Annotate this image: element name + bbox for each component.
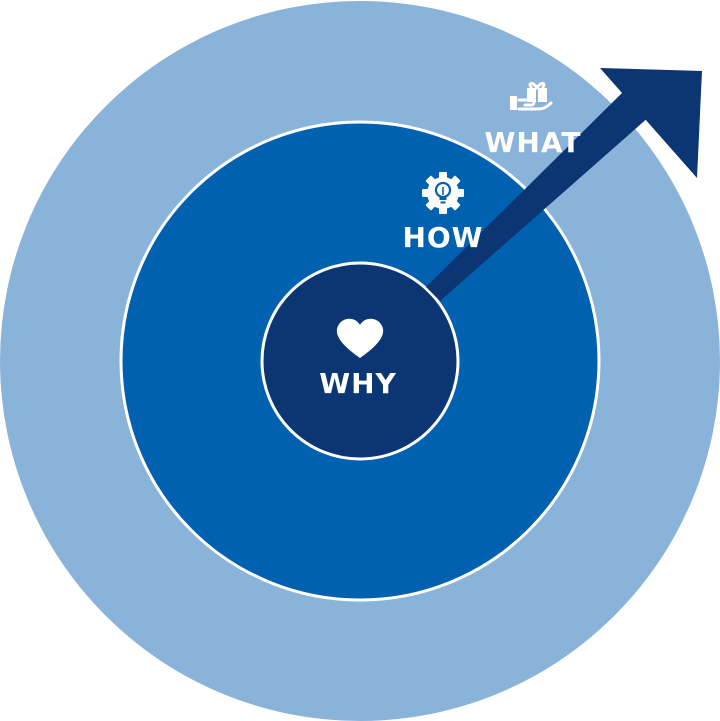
heart-icon <box>336 318 384 358</box>
arrow-icon <box>426 68 702 301</box>
why-ring <box>260 261 460 461</box>
arrow-head <box>600 68 702 178</box>
what-label: WHAT <box>485 126 582 159</box>
gear-lightbulb-icon <box>422 172 464 214</box>
why-label: WHY <box>319 367 397 400</box>
how-label: HOW <box>402 221 483 254</box>
arrow-shaft <box>426 92 650 301</box>
hand-gift-icon <box>510 81 553 111</box>
